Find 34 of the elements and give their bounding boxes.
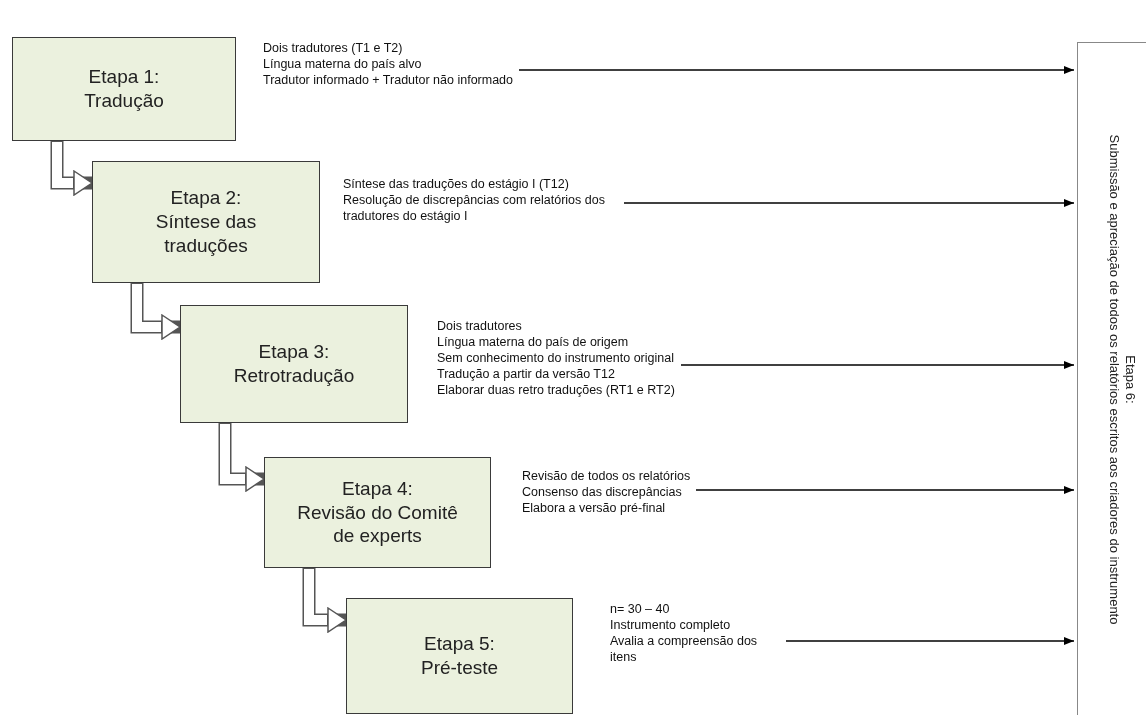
description-line: Tradutor informado + Tradutor não informado xyxy=(263,72,514,88)
process-box xyxy=(264,457,491,568)
description-line: Tradução a partir da versão T12 xyxy=(437,366,616,382)
description-line: Dois tradutores (T1 e T2) xyxy=(263,40,404,56)
stage-name: Tradução xyxy=(84,89,164,113)
process-box xyxy=(12,37,236,141)
process-box xyxy=(180,305,408,423)
description-line: Elabora a versão pré-final xyxy=(522,500,667,516)
description-line: Dois tradutores xyxy=(437,318,523,334)
description-line: Revisão de todos os relatórios xyxy=(522,468,691,484)
process-box xyxy=(92,161,320,283)
stage-title: Etapa 5: xyxy=(423,632,496,656)
description-line: Sem conhecimento do instrumento original xyxy=(437,350,675,366)
description-line: Avalia a compreensão dos itens xyxy=(610,633,759,665)
description-line: Consenso das discrepâncias xyxy=(522,484,683,500)
stage-title: Etapa 4: xyxy=(341,476,414,501)
description-line: Instrumento completo xyxy=(610,617,732,633)
description-line: Língua materna do país de origem xyxy=(437,334,630,350)
stage-name: Revisão do Comitê de experts xyxy=(296,500,459,549)
stage-title: Etapa 2: xyxy=(169,186,243,211)
description-line: Língua materna do país alvo xyxy=(263,56,423,72)
stage-text: Etapa 6: xyxy=(1122,354,1138,406)
stage-title: Etapa 1: xyxy=(87,65,161,89)
stage-name: Retrotradução xyxy=(233,364,355,388)
stage-name: Pré-teste xyxy=(420,656,499,680)
stage-name: Síntese das traduções xyxy=(154,210,258,258)
final-stage-box xyxy=(1077,42,1146,715)
description-line: Síntese das traduções do estágio I (T12) xyxy=(343,176,570,192)
stage-title: Etapa 3: xyxy=(257,340,331,364)
description-line: n= 30 – 40 xyxy=(610,601,671,617)
process-box xyxy=(346,598,573,714)
stage-text: Submissão e apreciação de todos os relatórios escritos aos criadores do instrumento xyxy=(1106,133,1122,627)
description-line: Elaborar duas retro traduções (RT1 e RT2) xyxy=(437,382,675,398)
description-line: Resolução de discrepâncias com relatórios dos tradutores do estágio I xyxy=(343,192,606,224)
